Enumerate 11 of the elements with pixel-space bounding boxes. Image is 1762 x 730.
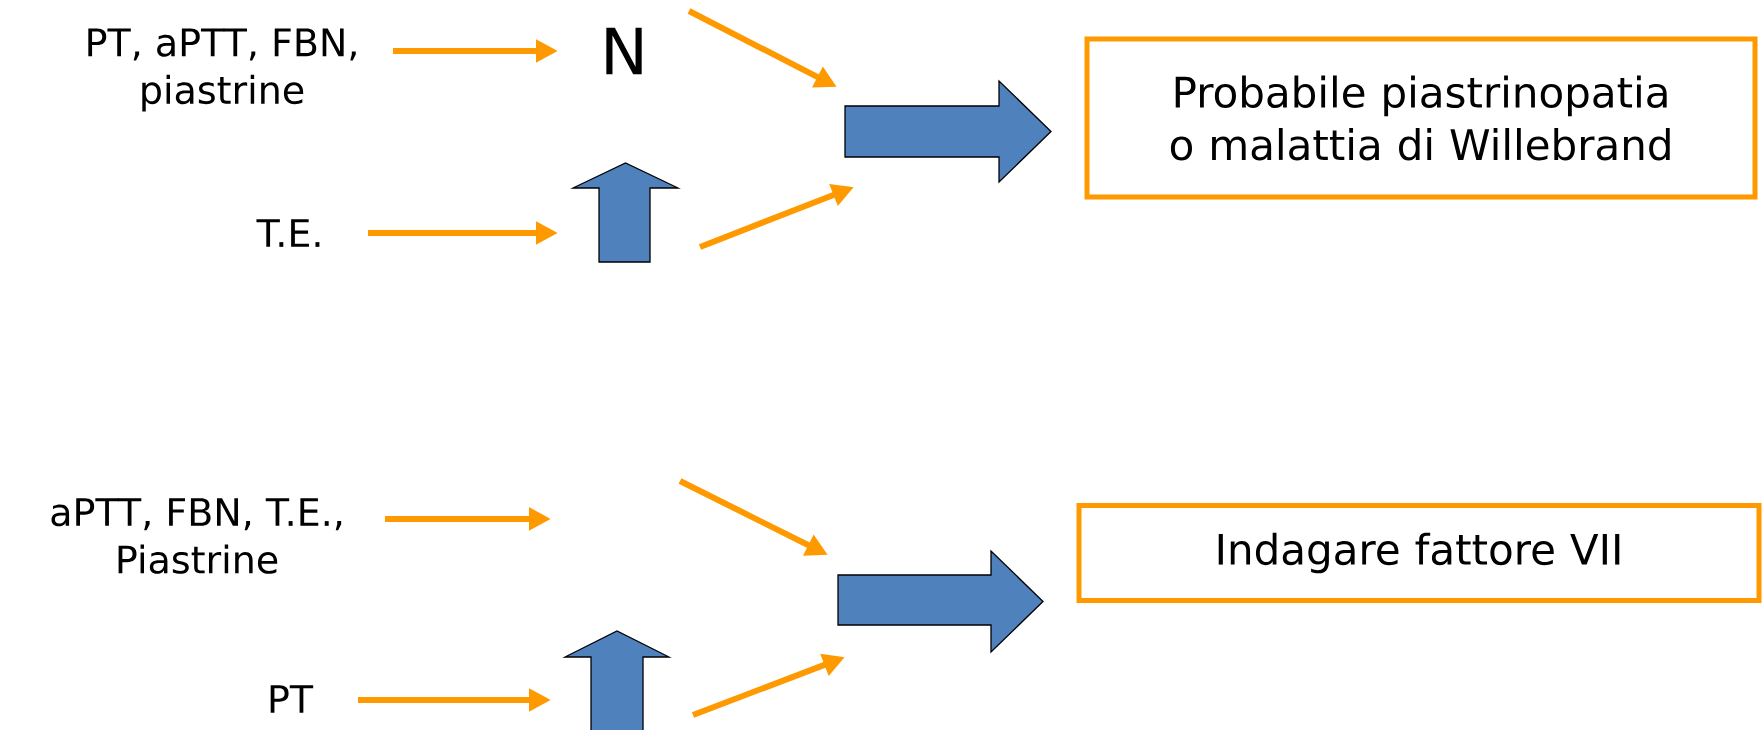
block-arrow — [570, 162, 681, 263]
block-arrow — [562, 630, 672, 730]
block-arrow — [844, 79, 1052, 184]
test-label: T.E. — [256, 219, 320, 247]
result-box: Indagare fattore VII — [1076, 503, 1762, 603]
result-label: N — [606, 27, 642, 75]
test-label: PT, aPTT, FBN, piastrine — [88, 28, 356, 112]
block-arrow — [837, 549, 1044, 654]
test-label: aPTT, FBN, T.E., Piastrine — [51, 498, 342, 574]
result-box: Probabile piastrinopatia o malattia di Willebrand — [1084, 36, 1758, 200]
test-label: PT — [270, 685, 314, 713]
